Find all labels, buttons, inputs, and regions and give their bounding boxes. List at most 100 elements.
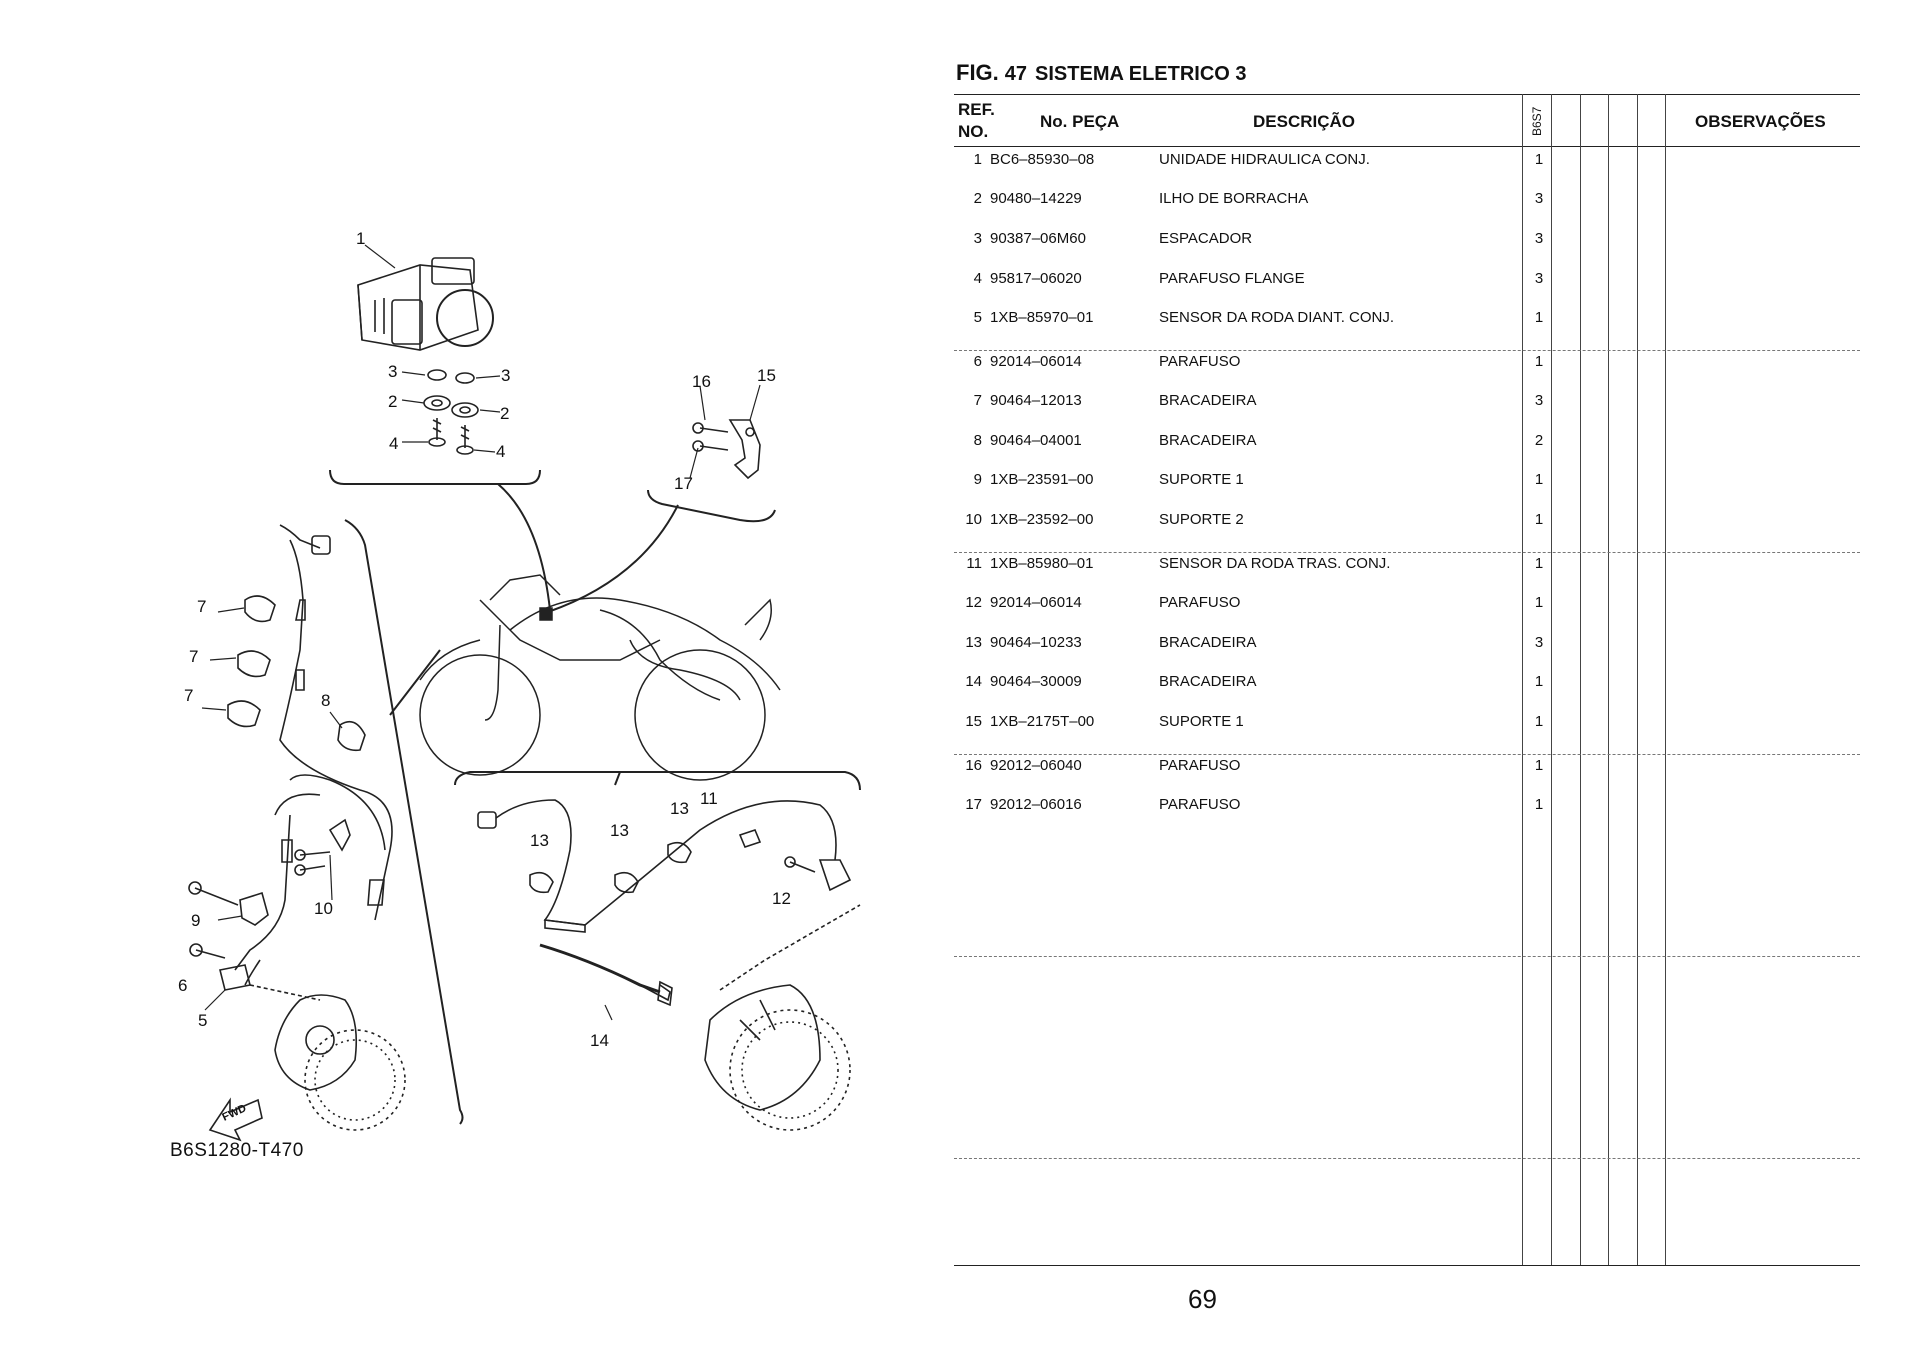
part-description: PARAFUSO (1159, 353, 1241, 370)
callout-3: 3 (388, 362, 398, 381)
group-divider (954, 350, 1860, 351)
part-number: 92012–06016 (990, 796, 1082, 813)
ref-no: 17 (965, 796, 982, 813)
ref-no: 16 (965, 757, 982, 774)
hydraulic-unit-drawing (357, 257, 494, 351)
group-divider (954, 552, 1860, 553)
table-row: 9 1XB–23591–00 SUPORTE 1 1 (954, 471, 1860, 493)
header-description: DESCRIÇÃO (1253, 112, 1356, 131)
grommet-parts (423, 369, 479, 455)
callout-3: 3 (501, 366, 511, 385)
part-description: PARAFUSO (1159, 594, 1241, 611)
part-description: BRACADEIRA (1159, 673, 1257, 690)
front-sensor-harness (234, 524, 393, 986)
header-bottom-rule (954, 146, 1860, 147)
quantity: 1 (1534, 471, 1544, 488)
clamp-7-drawing (201, 595, 276, 728)
table-row: 17 92012–06016 PARAFUSO 1 (954, 796, 1860, 818)
part-description: SENSOR DA RODA DIANT. CONJ. (1159, 309, 1395, 326)
col-divider-a (1580, 94, 1581, 1265)
part-number: 1XB–23592–00 (990, 511, 1094, 528)
callout-1: 1 (356, 229, 366, 248)
part-number: 90387–06M60 (990, 230, 1086, 247)
ref-no: 5 (973, 309, 982, 326)
table-bottom-rule (954, 1265, 1860, 1266)
ref-no: 10 (965, 511, 982, 528)
fwd-arrow-icon (208, 1097, 263, 1142)
header-top-rule (954, 94, 1860, 95)
callout-12: 12 (772, 889, 791, 908)
part-description: PARAFUSO (1159, 757, 1241, 774)
callout-8: 8 (321, 691, 331, 710)
quantity: 1 (1534, 757, 1544, 774)
part-description: BRACADEIRA (1159, 392, 1257, 409)
quantity: 1 (1534, 309, 1544, 326)
part-number: 92014–06014 (990, 353, 1082, 370)
part-description: PARAFUSO (1159, 796, 1241, 813)
ref-no: 13 (965, 634, 982, 651)
quantity: 1 (1534, 796, 1544, 813)
part-description: SUPORTE 1 (1159, 471, 1244, 488)
callout-6: 6 (178, 976, 188, 995)
drawing-code: B6S1280-T470 (170, 1140, 304, 1161)
callout-7: 7 (184, 686, 194, 705)
ref-no: 12 (965, 594, 982, 611)
callout-13: 13 (670, 799, 689, 818)
quantity: 3 (1534, 190, 1544, 207)
col-divider-qty (1551, 94, 1552, 1265)
part-number: 95817–06020 (990, 270, 1082, 287)
callout-13: 13 (530, 831, 549, 850)
quantity: 2 (1534, 432, 1544, 449)
part-number: 1XB–23591–00 (990, 471, 1094, 488)
quantity: 1 (1534, 353, 1544, 370)
callout-10: 10 (314, 899, 333, 918)
part-description: UNIDADE HIDRAULICA CONJ. (1159, 151, 1370, 168)
callout-7: 7 (189, 647, 199, 666)
part-description: SENSOR DA RODA TRAS. CONJ. (1159, 555, 1391, 572)
callout-4: 4 (496, 442, 506, 461)
col-divider-b (1608, 94, 1609, 1265)
fig-number: 47 (1004, 63, 1028, 85)
part-description: ESPACADOR (1159, 230, 1253, 247)
part-description: BRACADEIRA (1159, 634, 1257, 651)
bracket-15-drawing (692, 419, 761, 480)
callout-14: 14 (590, 1031, 609, 1050)
callout-2: 2 (388, 392, 398, 411)
header-ref-line2: NO. (958, 122, 989, 141)
callout-15: 15 (757, 366, 776, 385)
part-description: PARAFUSO FLANGE (1159, 270, 1305, 287)
part-number: 1XB–2175T–00 (990, 713, 1095, 730)
quantity: 1 (1534, 594, 1544, 611)
callout-17: 17 (674, 474, 693, 493)
ref-no: 8 (973, 432, 982, 449)
diagram-drawing (188, 244, 861, 1142)
callout-16: 16 (692, 372, 711, 391)
ref-no: 3 (973, 230, 982, 247)
header-model-code: B6S7 (1530, 106, 1544, 136)
callout-2: 2 (500, 404, 510, 423)
rear-sensor-harness (477, 799, 852, 933)
callout-7: 7 (197, 597, 207, 616)
group-divider (954, 754, 1860, 755)
quantity: 1 (1534, 673, 1544, 690)
exploded-diagram: 1 3 3 2 2 4 4 16 15 17 7 7 7 8 13 13 13 … (0, 0, 940, 1358)
callout-5: 5 (198, 1011, 208, 1030)
header-observations: OBSERVAÇÕES (1695, 112, 1826, 131)
callout-9: 9 (191, 911, 201, 930)
part-description: SUPORTE 1 (1159, 713, 1244, 730)
part-number: 90480–14229 (990, 190, 1082, 207)
part-number: 1XB–85980–01 (990, 555, 1094, 572)
part-number: 90464–04001 (990, 432, 1082, 449)
ref-no: 9 (973, 471, 982, 488)
